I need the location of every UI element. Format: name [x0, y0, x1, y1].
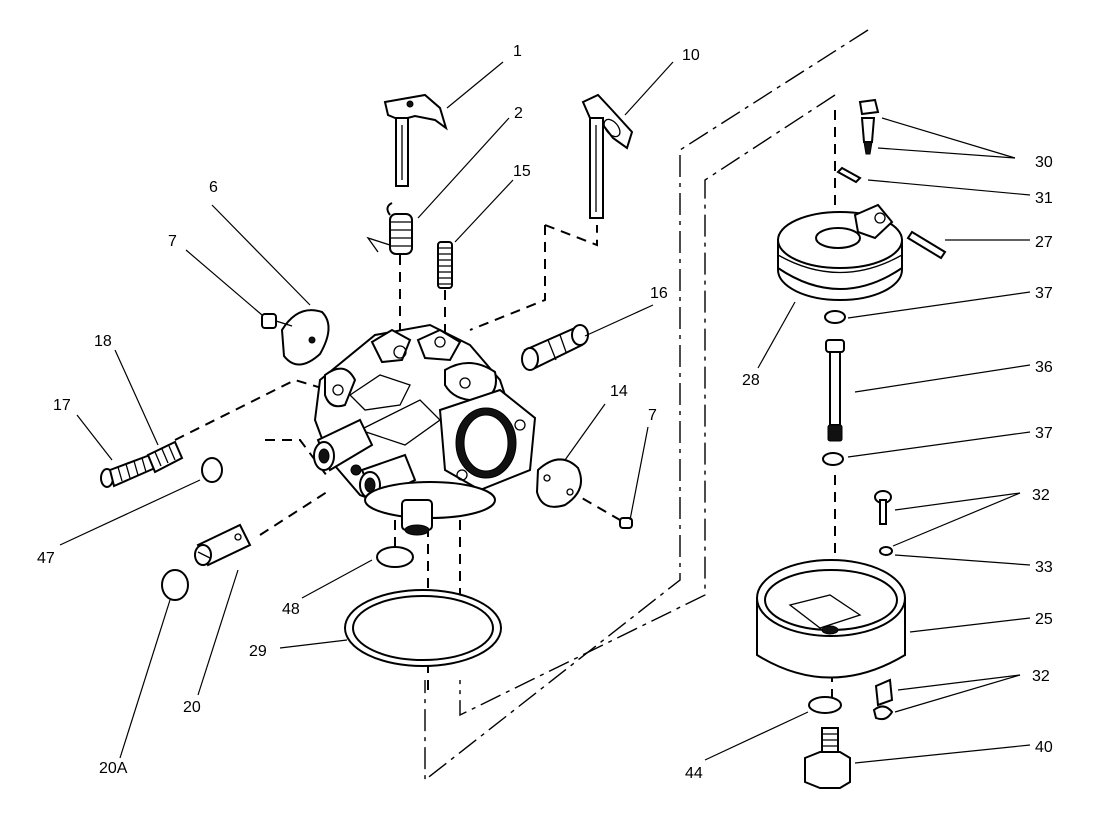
inlet-needle-part-36 [825, 339, 845, 442]
screw-part-32-top [874, 490, 892, 525]
throttle-shaft-part-1 [383, 93, 448, 187]
callout-28: 28 [742, 372, 760, 389]
assembly-lines [174, 29, 869, 782]
cap-part-20A [161, 569, 189, 601]
callout-31: 31 [1035, 190, 1053, 207]
fuel-inlet-part-16 [521, 324, 589, 371]
callout-6: 6 [209, 179, 218, 196]
washer-part-37-bottom [822, 452, 844, 466]
screw-part-7-right [619, 517, 633, 529]
choke-plate-part-6 [280, 309, 330, 366]
callout-16: 16 [650, 285, 668, 302]
callout-36: 36 [1035, 359, 1053, 376]
callout-15: 15 [513, 163, 531, 180]
carburetor-body [313, 323, 537, 536]
clip-part-31 [836, 166, 862, 184]
callout-29: 29 [249, 643, 267, 660]
callout-30: 30 [1035, 154, 1053, 171]
callout-20A: 20A [99, 760, 128, 777]
pin-part-27 [906, 230, 947, 260]
main-jet-part-20 [194, 523, 252, 567]
callout-44: 44 [685, 765, 703, 782]
callout-37-bottom: 37 [1035, 425, 1053, 442]
nut-part-30 [858, 98, 880, 155]
washer-part-48 [376, 546, 414, 568]
screw-part-7-left [261, 313, 293, 329]
bowl-nut-part-40 [804, 727, 851, 789]
plug-part-47 [201, 457, 223, 483]
callout-7-left: 7 [168, 233, 177, 250]
throttle-spring-part-2 [366, 202, 413, 255]
washer-part-37-top [824, 310, 846, 324]
callout-25: 25 [1035, 611, 1053, 628]
callout-20: 20 [183, 699, 201, 716]
callout-14: 14 [610, 383, 628, 400]
spring-clip-part-32-bottom [872, 678, 894, 721]
callout-10: 10 [682, 47, 700, 64]
o-ring-part-29 [344, 589, 502, 667]
float-bowl-part-25 [756, 559, 906, 679]
callout-47: 47 [37, 550, 55, 567]
cover-part-14 [535, 458, 582, 508]
callout-27: 27 [1035, 234, 1053, 251]
float-part-28 [777, 203, 903, 301]
callout-2: 2 [514, 105, 523, 122]
callout-40: 40 [1035, 739, 1053, 756]
callout-17: 17 [53, 397, 71, 414]
choke-shaft-part-10 [581, 93, 634, 219]
gasket-part-44 [808, 696, 842, 714]
callout-1: 1 [513, 43, 522, 60]
washer-part-33 [879, 546, 893, 556]
callout-labels: 1 2 10 15 6 7 18 17 16 14 7 47 48 29 20 … [37, 43, 1053, 782]
callout-48: 48 [282, 601, 300, 618]
callout-18: 18 [94, 333, 112, 350]
callout-7-right: 7 [648, 407, 657, 424]
idle-screw-part-17 [100, 453, 157, 488]
callout-32-bottom: 32 [1032, 668, 1050, 685]
spring-part-15 [437, 241, 453, 289]
idle-spring-part-18 [146, 440, 184, 474]
callout-33: 33 [1035, 559, 1053, 576]
callout-37-top: 37 [1035, 285, 1053, 302]
callout-32-top: 32 [1032, 487, 1050, 504]
leader-lines [59, 61, 1031, 764]
